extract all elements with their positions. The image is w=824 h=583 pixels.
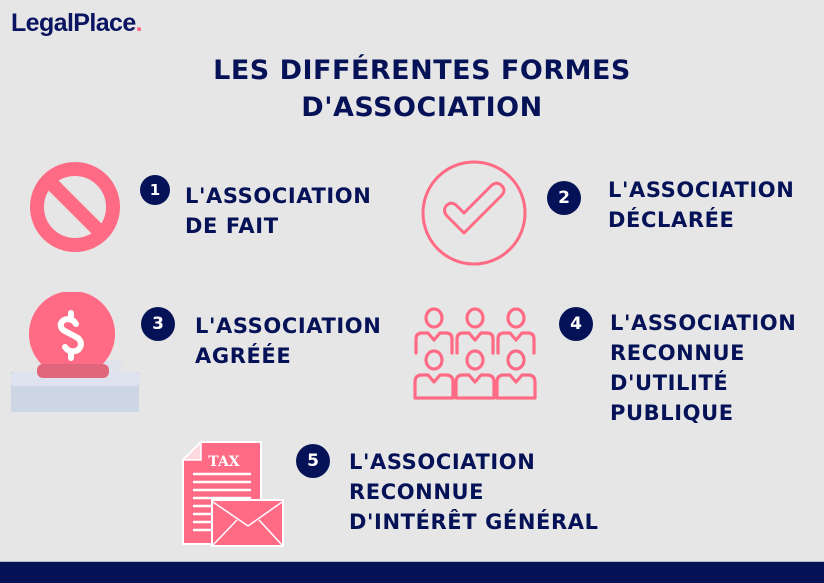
label-line: D'INTÉRÊT GÉNÉRAL: [349, 510, 599, 534]
svg-text:TAX: TAX: [208, 454, 240, 470]
item-label-3: L'ASSOCIATION AGRÉÉE: [195, 311, 381, 371]
label-line: AGRÉÉE: [195, 344, 292, 368]
number-badge-4: 4: [559, 307, 593, 341]
page-title: LES DIFFÉRENTES FORMES D'ASSOCIATION: [0, 52, 824, 126]
number-badge-1: 1: [140, 175, 170, 205]
logo-dot: .: [135, 9, 143, 37]
legalplace-logo: LegalPlace.: [11, 9, 143, 38]
person-icon: [496, 307, 536, 355]
person-icon: [414, 307, 454, 355]
person-icon: [454, 349, 496, 400]
title-line-1: LES DIFFÉRENTES FORMES: [213, 55, 631, 86]
item-label-5: L'ASSOCIATION RECONNUE D'INTÉRÊT GÉNÉRAL: [349, 447, 599, 537]
person-icon: [413, 349, 455, 400]
group-people-icon: [413, 307, 537, 400]
label-line: DÉCLARÉE: [608, 208, 735, 232]
title-line-2: D'ASSOCIATION: [301, 92, 543, 123]
person-icon: [495, 349, 537, 400]
item-label-4: L'ASSOCIATION RECONNUE D'UTILITÉ PUBLIQU…: [610, 308, 796, 428]
label-line: L'ASSOCIATION: [349, 450, 536, 474]
label-line: DE FAIT: [185, 214, 279, 238]
label-line: PUBLIQUE: [610, 401, 734, 425]
label-line: L'ASSOCIATION: [608, 178, 795, 202]
coin-dollar-box-icon: [11, 292, 139, 412]
number-badge-2: 2: [547, 181, 581, 215]
label-line: D'UTILITÉ: [610, 371, 729, 395]
tax-document-envelope-icon: TAX: [181, 440, 284, 547]
label-line: RECONNUE: [610, 341, 746, 365]
prohibited-icon: [30, 162, 120, 252]
logo-text: LegalPlace: [11, 9, 136, 37]
number-badge-3: 3: [141, 307, 175, 341]
item-label-1: L'ASSOCIATION DE FAIT: [185, 181, 371, 241]
label-line: L'ASSOCIATION: [185, 184, 372, 208]
label-line: L'ASSOCIATION: [610, 311, 797, 335]
label-line: RECONNUE: [349, 480, 485, 504]
footer-band: [0, 561, 824, 583]
item-label-2: L'ASSOCIATION DÉCLARÉE: [608, 175, 794, 235]
person-icon: [455, 307, 495, 355]
checkmark-circle-icon: [421, 160, 527, 266]
number-badge-5: 5: [296, 444, 330, 478]
label-line: L'ASSOCIATION: [195, 314, 382, 338]
